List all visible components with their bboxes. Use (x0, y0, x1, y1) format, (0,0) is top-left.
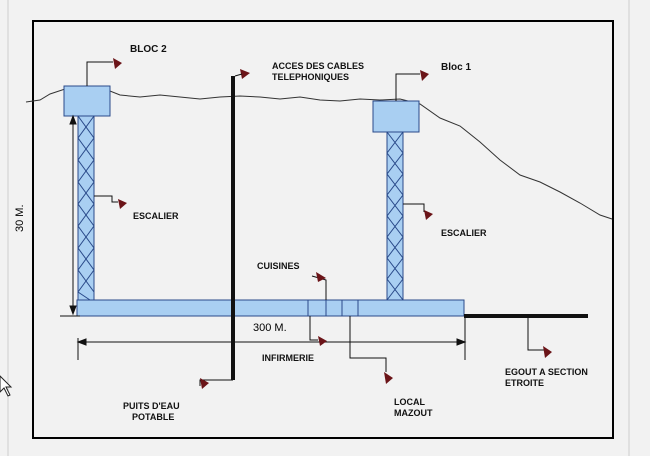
marker-flag-icon (420, 70, 429, 81)
leader-acces (234, 69, 250, 79)
marker-flag-icon (113, 58, 122, 69)
label-distance: 300 M. (253, 322, 287, 334)
leader-bloc1 (395, 70, 429, 101)
leader-escalier-left (94, 195, 127, 209)
label-bloc1: Bloc 1 (441, 62, 471, 73)
label-height: 30 M. (14, 204, 26, 232)
marker-flag-icon (118, 199, 127, 209)
leader-egout (527, 316, 552, 358)
label-bloc2: BLOC 2 (130, 44, 167, 55)
label-escalier-right: ESCALIER (441, 228, 487, 238)
bloc-1-box (372, 100, 420, 133)
length-dimension (76, 318, 467, 360)
marker-flag-icon (543, 346, 552, 358)
terrain-profile (25, 88, 613, 220)
label-puits-line1: PUITS D'EAU (123, 401, 180, 411)
bloc-2-box (63, 85, 111, 117)
label-egout-line1: EGOUT A SECTION (505, 367, 588, 377)
marker-flag-icon (200, 378, 209, 389)
label-local-line1: LOCAL (394, 397, 425, 407)
label-puits-line2: POTABLE (132, 412, 174, 422)
label-cuisines: CUISINES (257, 261, 300, 271)
stair-shaft-left (77, 115, 95, 301)
diagram-frame (32, 20, 614, 439)
stair-shaft-right (386, 131, 404, 301)
leader-escalier-right (403, 203, 433, 220)
main-gallery (76, 299, 465, 317)
height-dimension (60, 114, 80, 317)
leader-infirmerie (309, 316, 327, 346)
leader-cuisines (311, 272, 327, 300)
label-egout-line2: ETROITE (505, 378, 544, 388)
marker-flag-icon (424, 210, 433, 220)
label-acces-line2: TELEPHONIQUES (272, 72, 349, 82)
mouse-cursor-icon (0, 375, 13, 397)
marker-flag-icon (318, 336, 327, 346)
leader-puits (199, 378, 233, 389)
marker-flag-icon (240, 69, 250, 79)
label-acces-line1: ACCES DES CABLES (272, 61, 364, 71)
leader-bloc2 (86, 58, 122, 86)
marker-flag-icon (316, 272, 326, 282)
label-escalier-left: ESCALIER (133, 211, 179, 221)
label-local-line2: MAZOUT (394, 408, 433, 418)
marker-flag-icon (384, 372, 393, 384)
label-infirmerie: INFIRMERIE (262, 353, 314, 363)
leader-local (349, 316, 393, 384)
